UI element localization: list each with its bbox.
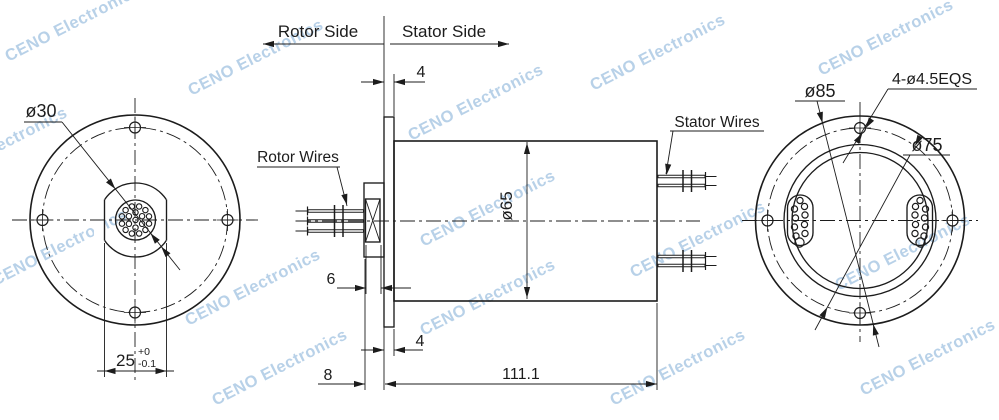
watermark-text: CENO Electronics bbox=[417, 256, 558, 340]
arrowhead bbox=[394, 78, 405, 86]
stator-wires-label: Stator Wires bbox=[674, 114, 760, 131]
watermark-text: CENO Electronics bbox=[607, 326, 748, 410]
watermark-text: CENO Electronics bbox=[815, 0, 956, 79]
arrowhead bbox=[523, 143, 531, 154]
arrowhead bbox=[394, 346, 405, 354]
arrowhead bbox=[853, 132, 863, 144]
watermark-text: CENO Electronics bbox=[587, 11, 728, 95]
boss-diameter-label: ø30 bbox=[25, 101, 56, 121]
hub-protrusion-label: 8 bbox=[324, 367, 333, 384]
watermark-text: CENO Electronics bbox=[182, 246, 323, 330]
rotor-end-view: ø30 25 +0 -0.1 bbox=[12, 98, 258, 382]
boss-diameter-leader bbox=[61, 121, 181, 271]
body-length-label: 111.1 bbox=[502, 366, 540, 383]
watermark-text: CENO Electronics bbox=[405, 61, 546, 145]
arrowhead bbox=[498, 40, 509, 48]
arrowhead bbox=[354, 380, 365, 388]
shaft-width-tol-upper: +0 bbox=[138, 346, 150, 358]
arrowhead bbox=[104, 367, 116, 375]
mounting-flange bbox=[383, 116, 395, 328]
arrowhead bbox=[385, 380, 396, 388]
shaft-width-label: 25 bbox=[116, 351, 135, 370]
flange-od-leader bbox=[816, 100, 880, 348]
arrowhead bbox=[373, 346, 384, 354]
stator-side-label: Stator Side bbox=[402, 22, 486, 41]
stator-end-view: ø85 ø75 4-ø4.5EQS bbox=[742, 71, 978, 348]
body-diameter-label: ø65 bbox=[497, 191, 516, 220]
watermark-text: CENO Electronics bbox=[2, 0, 143, 65]
arrowhead bbox=[161, 246, 171, 258]
bolt-circle-leader bbox=[814, 154, 911, 331]
bolt-holes-leader bbox=[842, 88, 889, 164]
shaft-width-tol-lower: -0.1 bbox=[138, 358, 156, 370]
arrowhead bbox=[865, 117, 875, 129]
arrowhead bbox=[150, 233, 160, 244]
dimension-arrowheads bbox=[104, 40, 923, 388]
flange-thickness-bottom-label: 4 bbox=[416, 333, 425, 350]
arrowhead bbox=[872, 324, 879, 336]
flange-thickness-top-label: 4 bbox=[417, 64, 426, 81]
gland-width-label: 6 bbox=[327, 271, 336, 288]
side-view: Rotor Side Stator Side 4 Rotor Wires bbox=[257, 16, 764, 390]
watermark-text: CENO Electronics bbox=[417, 167, 558, 251]
arrowhead bbox=[914, 134, 923, 146]
stator-wires bbox=[657, 170, 717, 272]
arrowhead bbox=[355, 284, 366, 292]
arrowhead bbox=[381, 284, 392, 292]
arrowhead bbox=[816, 111, 823, 123]
arrowhead bbox=[263, 40, 274, 48]
arrowhead bbox=[373, 78, 384, 86]
watermark-text: CENO Electronics bbox=[857, 316, 998, 400]
arrowhead bbox=[106, 178, 116, 189]
arrowhead bbox=[155, 367, 167, 375]
rotor-side-label: Rotor Side bbox=[278, 22, 358, 41]
stator-wire-holes bbox=[790, 196, 930, 248]
arrowhead bbox=[665, 163, 672, 175]
watermark-text: CENO Electronics bbox=[627, 198, 768, 282]
bolt-holes-label: 4-ø4.5EQS bbox=[892, 71, 972, 88]
wire-gland-box bbox=[364, 198, 381, 243]
rotor-wires-label: Rotor Wires bbox=[257, 149, 339, 166]
flange-od-label: ø85 bbox=[804, 81, 835, 101]
bolt-circle-label: ø75 bbox=[911, 135, 942, 155]
arrowhead bbox=[646, 380, 657, 388]
arrowhead bbox=[819, 307, 828, 319]
arrowhead bbox=[523, 287, 531, 298]
arrowhead bbox=[341, 193, 348, 205]
